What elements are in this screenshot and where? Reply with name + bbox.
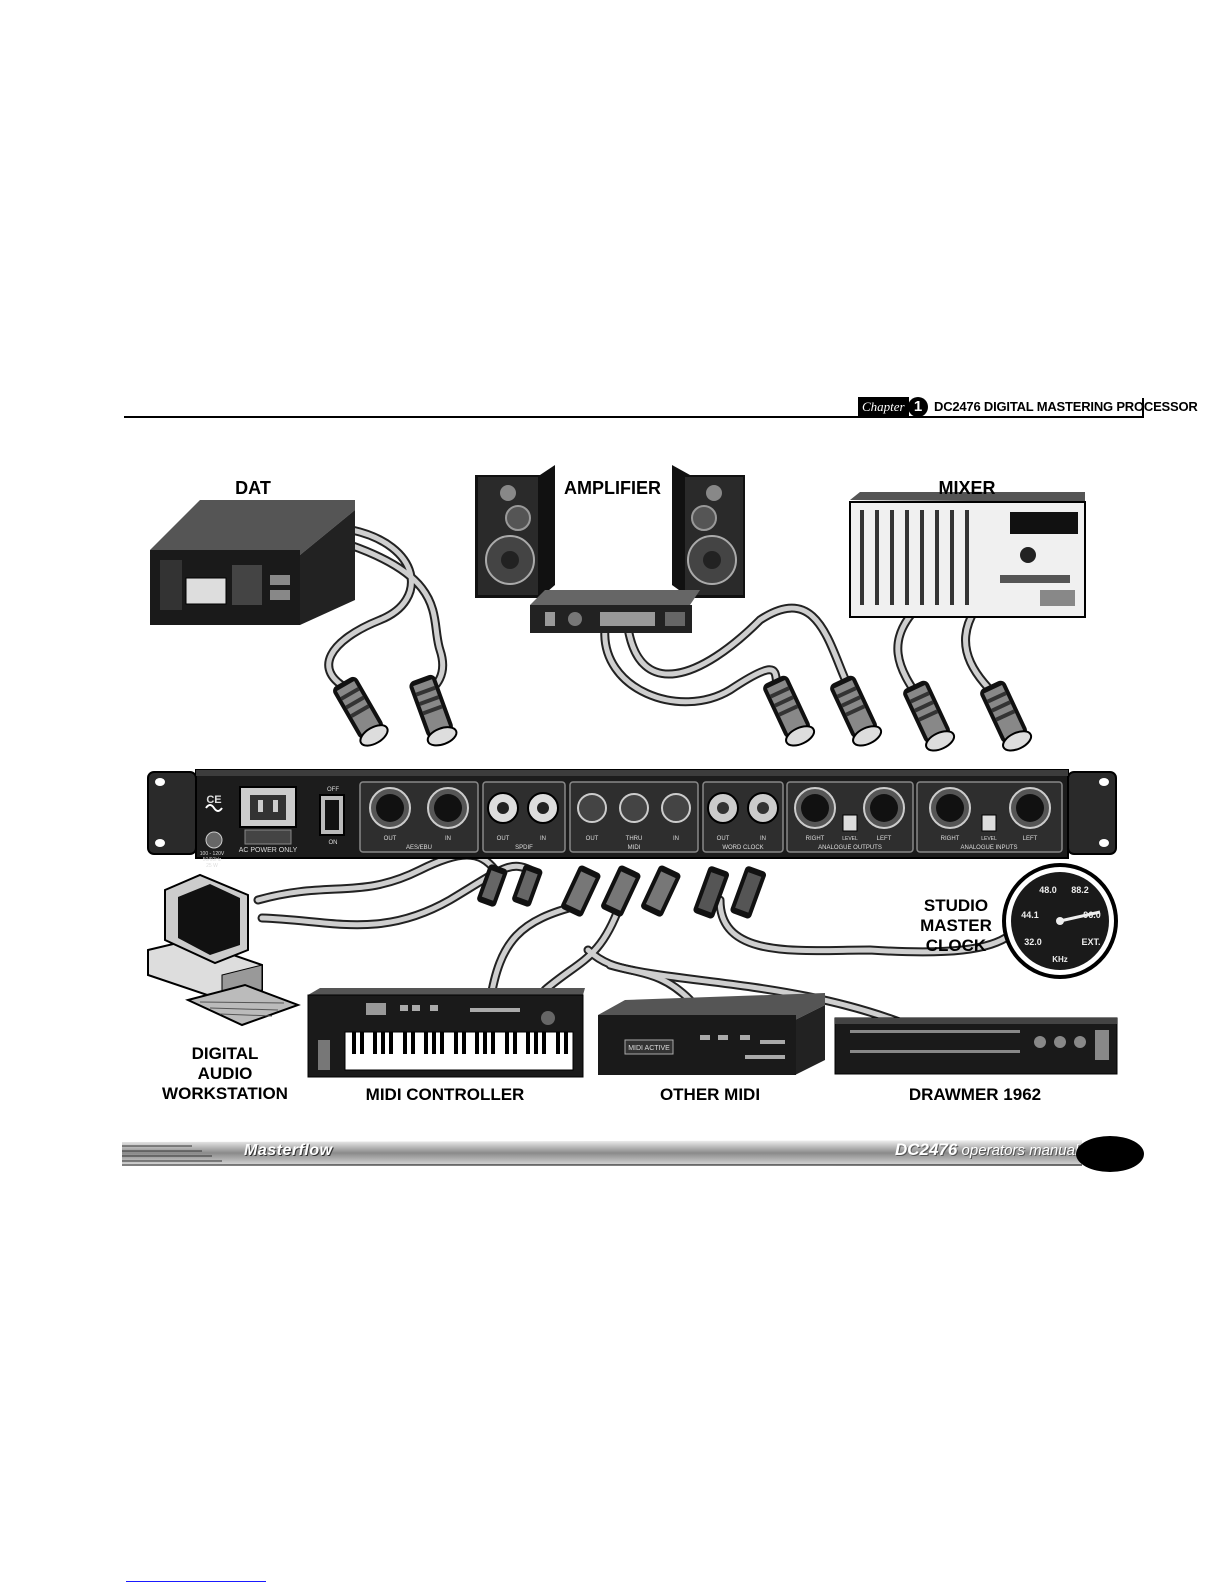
dat-label: DAT (235, 478, 271, 498)
switch-off-label: OFF (327, 787, 339, 793)
dial-reading-96: 96.0 (1083, 910, 1101, 920)
xlr-sockets (369, 787, 1051, 829)
dial-unit: KHz (1052, 955, 1068, 964)
dial-reading-48: 48.0 (1039, 885, 1057, 895)
footer-manual-model: DC2476 (895, 1140, 958, 1159)
analogue-inputs-label: ANALOGUE INPUTS (960, 845, 1017, 851)
midi-sockets (577, 793, 691, 823)
footer-manual: DC2476 operators manual (895, 1140, 1078, 1161)
dial-reading-ext: EXT. (1081, 937, 1100, 947)
voltage-line-3: 25 W (206, 863, 218, 869)
chapter-label: Chapter (858, 397, 909, 417)
aes-in-label: IN (445, 836, 451, 842)
daw-label-line-3: WORKSTATION (162, 1084, 288, 1103)
amplifier-label: AMPLIFIER (564, 478, 661, 498)
midi-label: MIDI (628, 845, 641, 851)
spdif-sockets (487, 792, 559, 824)
dc2476-rear-panel: CE 100 - 120V 50/60Hz 25 W AC POWER ONLY… (147, 769, 1117, 869)
word-clock-sockets (707, 792, 779, 824)
mixer-label: MIXER (938, 478, 996, 498)
ce-mark: CE (206, 794, 221, 806)
analogue-in-left-label: LEFT (1023, 836, 1038, 842)
midi-controller-label: MIDI CONTROLLER (365, 1085, 525, 1104)
midi-thru-label: THRU (626, 836, 643, 842)
ac-power-label: AC POWER ONLY (239, 847, 298, 854)
aes-out-label: OUT (384, 836, 397, 842)
other-midi-display-text: MIDI ACTIVE (628, 1045, 670, 1052)
drawmer-device (834, 1017, 1118, 1075)
other-midi-label: OTHER MIDI (659, 1085, 761, 1104)
analogue-in-right-label: RIGHT (941, 836, 960, 842)
daw-computer (147, 873, 301, 1027)
dial-reading-88: 88.2 (1071, 885, 1089, 895)
footer-band (122, 1140, 1082, 1166)
drawmer-label: DRAWMER 1962 (908, 1085, 1042, 1104)
spdif-in-label: IN (540, 836, 546, 842)
bottom-link-underline[interactable] (126, 1581, 266, 1582)
studio-master-clock-line-1: STUDIO (923, 896, 989, 915)
analogue-out-left-label: LEFT (877, 836, 892, 842)
other-midi-device: MIDI ACTIVE (598, 993, 825, 1075)
xlr-plugs-top (333, 674, 1033, 752)
footer-manual-text: operators manual (961, 1142, 1079, 1159)
header-rule (124, 416, 1144, 418)
analogue-outputs-label: ANALOGUE OUTPUTS (818, 845, 882, 851)
chapter-number: 1 (908, 397, 928, 417)
midi-in-label: IN (673, 836, 679, 842)
dat-device (150, 500, 355, 625)
amplifier-device (530, 590, 700, 633)
word-clock-in-label: IN (760, 836, 766, 842)
voltage-line-1: 100 - 120V (200, 851, 225, 857)
mixer-device (849, 492, 1086, 618)
right-speaker (672, 465, 745, 598)
daw-label-line-2: AUDIO (197, 1064, 253, 1083)
studio-master-clock-line-2: MASTER (920, 916, 992, 935)
analogue-in-level-label: LEVEL (981, 836, 997, 842)
daw-label: DIGITAL AUDIO WORKSTATION (146, 1044, 304, 1104)
analogue-out-right-label: RIGHT (806, 836, 825, 842)
dial-reading-44: 44.1 (1021, 910, 1039, 920)
analogue-out-level-label: LEVEL (842, 836, 858, 842)
spdif-out-label: OUT (497, 836, 510, 842)
word-clock-out-label: OUT (717, 836, 730, 842)
midi-out-label: OUT (586, 836, 599, 842)
voltage-line-2: 50/60Hz (203, 857, 222, 863)
daw-label-line-1: DIGITAL (191, 1044, 259, 1063)
word-clock-label: WORD CLOCK (722, 845, 763, 851)
studio-master-clock-dial: 48.0 88.2 44.1 96.0 32.0 EXT. KHz (1002, 863, 1118, 979)
left-speaker (475, 465, 555, 598)
switch-on-label: ON (329, 840, 338, 846)
dial-reading-32: 32.0 (1024, 937, 1042, 947)
studio-master-clock-line-3: CLOCK (925, 936, 987, 955)
footer-brand: Masterflow (244, 1142, 333, 1159)
plugs-bottom (477, 864, 766, 919)
aes-ebu-label: AES/EBU (406, 845, 432, 851)
page-number-oval (1076, 1136, 1144, 1172)
studio-master-clock-label: STUDIO MASTER CLOCK (908, 896, 1004, 956)
header-rule-end (1142, 398, 1144, 418)
header-title: DC2476 DIGITAL MASTERING PROCESSOR (934, 399, 1198, 414)
midi-controller-device (307, 988, 585, 1078)
spdif-label: SPDIF (515, 845, 533, 851)
